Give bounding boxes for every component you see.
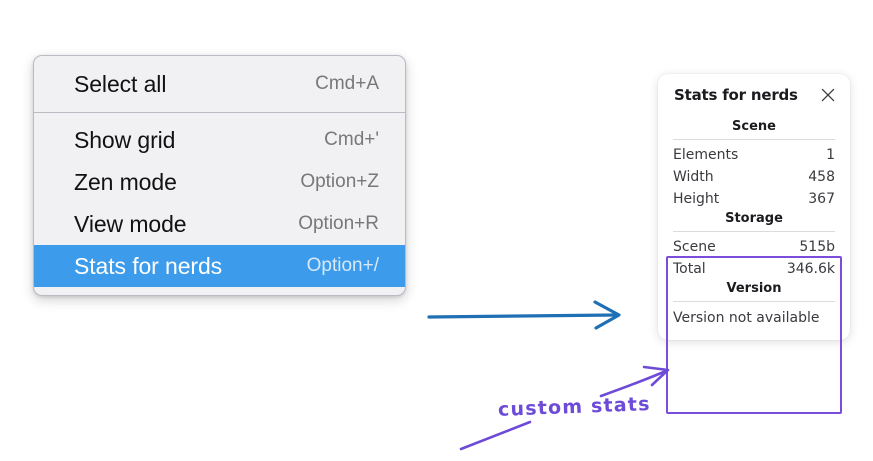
blue-arrow [427,300,621,330]
stats-row-key: Scene [673,239,716,255]
section-heading: Scene [732,119,776,134]
section-rule [673,139,835,140]
stats-version-value: Version not available [673,310,820,326]
purple-underline-stroke [459,420,532,451]
stats-row-key: Width [673,169,714,185]
menu-item-shortcut: Cmd+' [324,129,379,150]
menu-item-label: Show grid [74,126,176,153]
stats-panel-header: Stats for nerds [658,86,850,104]
stats-section-scene: Scene Elements 1 Width 458 Height 367 [673,118,835,210]
stats-panel-body: Scene Elements 1 Width 458 Height 367 St… [658,118,850,326]
menu-item-shortcut: Option+/ [306,255,379,276]
menu-item-label: Select all [74,70,167,97]
menu-item-label: View mode [74,210,187,237]
section-rule [673,301,835,302]
menu-item-show-grid[interactable]: Show grid Cmd+' [34,119,405,161]
stats-row-value: 515b [799,239,835,255]
stats-section-storage: Storage Scene 515b Total 346.6k [673,210,835,280]
menu-item-shortcut: Option+R [298,213,379,234]
context-menu[interactable]: Select all Cmd+A Show grid Cmd+' Zen mod… [33,55,406,296]
menu-group-2: Show grid Cmd+' Zen mode Option+Z View m… [34,119,405,287]
stats-row-value: 346.6k [786,261,835,277]
purple-arrow [599,365,670,398]
menu-item-shortcut: Cmd+A [315,73,379,94]
stats-row-width: Width 458 [673,166,835,188]
stats-row-value: 1 [826,147,835,163]
menu-item-shortcut: Option+Z [300,171,379,192]
close-icon[interactable] [819,86,837,104]
menu-item-stats-for-nerds[interactable]: Stats for nerds Option+/ [34,245,405,287]
stats-panel-title: Stats for nerds [674,86,798,104]
section-heading: Storage [725,211,783,226]
stats-row-storage-scene: Scene 515b [673,236,835,258]
stats-for-nerds-panel: Stats for nerds Scene Elements 1 Width 4… [658,74,850,340]
menu-item-label: Zen mode [74,168,177,195]
stats-row-storage-total: Total 346.6k [673,258,835,280]
menu-item-view-mode[interactable]: View mode Option+R [34,203,405,245]
stats-row-value: 367 [808,191,835,207]
stats-row-elements: Elements 1 [673,144,835,166]
menu-group-1: Select all Cmd+A [34,63,405,105]
menu-item-zen-mode[interactable]: Zen mode Option+Z [34,161,405,203]
annotation-label: custom stats [497,393,652,421]
section-heading: Version [726,281,782,296]
section-rule [673,231,835,232]
stats-section-version: Version Version not available [673,280,835,326]
stats-row-key: Total [673,261,706,277]
stats-row-key: Elements [673,147,739,163]
menu-item-label: Stats for nerds [74,252,223,279]
stats-row-height: Height 367 [673,188,835,210]
stats-row-key: Height [673,191,720,207]
stats-row-value: 458 [808,169,835,185]
menu-item-select-all[interactable]: Select all Cmd+A [34,63,405,105]
menu-divider [34,112,405,113]
